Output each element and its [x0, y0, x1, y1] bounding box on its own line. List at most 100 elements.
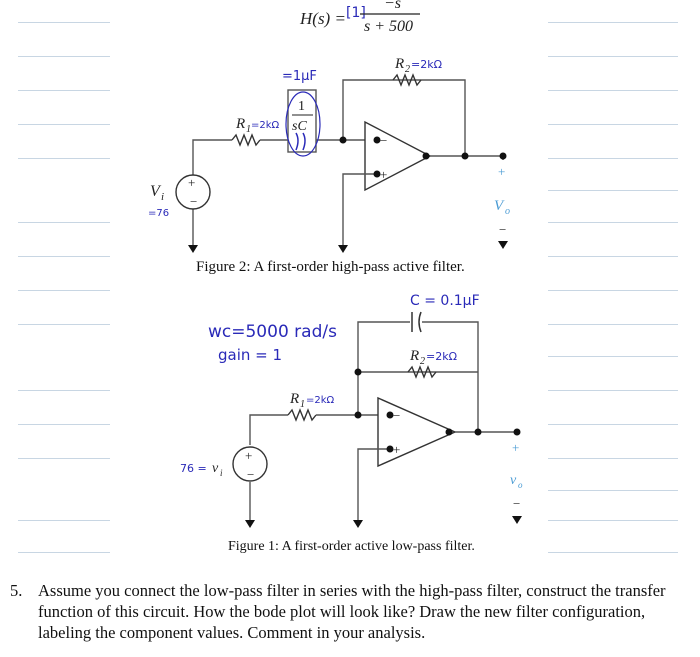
- ruled-line: [548, 424, 678, 425]
- ruled-line: [18, 324, 110, 325]
- ground-wire: [342, 173, 377, 245]
- vo-plus: +: [512, 440, 519, 455]
- r2-resistor: [407, 365, 437, 379]
- formula-denominator: s + 500: [364, 18, 413, 35]
- opamp-output-dot: [445, 428, 453, 436]
- voltage-source: [175, 174, 211, 210]
- cap-handwritten: =1μF: [282, 69, 317, 84]
- junction-dot: [339, 136, 347, 144]
- r1-sub: 1: [300, 399, 305, 410]
- ground-arrow: [245, 520, 255, 528]
- vo-label: v: [510, 473, 517, 488]
- figure2-high-pass: [192, 73, 504, 245]
- r1-handwritten: =2kΩ: [306, 395, 335, 406]
- vo-label: V: [494, 198, 505, 214]
- ruled-line: [548, 90, 678, 91]
- r2-resistor: [392, 73, 422, 87]
- ruled-line: [548, 190, 678, 191]
- ruled-line: [18, 124, 110, 125]
- ruled-line: [18, 552, 110, 553]
- formula-lhs: H(s) =: [299, 9, 346, 28]
- ruled-line: [548, 256, 678, 257]
- ruled-line: [548, 158, 678, 159]
- figure2-caption: Figure 2: A first-order high-pass active…: [196, 259, 465, 275]
- vo-minus: −: [513, 496, 520, 511]
- ruled-line: [548, 458, 678, 459]
- opamp-minus: −: [380, 133, 387, 148]
- r1-label: R: [235, 116, 245, 132]
- ruled-line: [548, 490, 678, 491]
- cap-plate-curved: [418, 311, 422, 333]
- input-wire: [192, 139, 232, 175]
- question-text: Assume you connect the low-pass filter i…: [38, 581, 666, 642]
- ruled-line: [548, 552, 678, 553]
- cap-denominator: sC: [292, 119, 307, 134]
- ruled-line: [548, 124, 678, 125]
- opamp-triangle: [364, 120, 432, 192]
- cap-circle-scribble: [285, 91, 321, 157]
- formula-handwritten: [1]: [346, 5, 366, 21]
- ground-arrow: [188, 245, 198, 253]
- input-wire: [249, 414, 288, 445]
- ruled-line: [18, 22, 110, 23]
- cap-numerator: 1: [298, 99, 305, 114]
- opamp-inverting-dot: [386, 411, 394, 419]
- output-arrow: [498, 241, 508, 249]
- junction-dot: [354, 411, 362, 419]
- opamp-noninverting-dot: [386, 445, 394, 453]
- ruled-line: [18, 424, 110, 425]
- gain-note: gain = 1: [218, 346, 282, 364]
- r2-sub: 2: [420, 356, 425, 367]
- r2-handwritten: =2kΩ: [411, 58, 442, 71]
- r2-sub: 2: [405, 64, 410, 75]
- ground-arrow: [338, 245, 348, 253]
- wc-note: wc=5000 rad/s: [208, 322, 337, 342]
- ruled-line: [18, 458, 110, 459]
- ruled-line: [548, 56, 678, 57]
- ground-arrow: [353, 520, 363, 528]
- ruled-line: [18, 290, 110, 291]
- circuit-diagrams: H(s) = [1] −s s + 500: [148, 0, 523, 528]
- ruled-line: [18, 56, 110, 57]
- transfer-function: H(s) = [1] −s s + 500: [299, 0, 420, 35]
- figure1-labels: + − − + + − v o 76 = v i R 1 =2kΩ R 2 =2…: [180, 293, 523, 511]
- vi-handwritten: =76: [148, 208, 169, 219]
- voltage-source: [232, 446, 268, 482]
- source-plus: +: [245, 448, 252, 463]
- source-plus: +: [188, 175, 195, 190]
- r1-resistor: [287, 408, 317, 422]
- question-number: 5.: [10, 581, 23, 600]
- vi-handwritten: 76 =: [180, 462, 207, 475]
- source-minus: −: [247, 467, 254, 482]
- opamp-triangle: [377, 396, 457, 468]
- c-handwritten: C = 0.1μF: [410, 293, 480, 309]
- ruled-line: [548, 324, 678, 325]
- ruled-line: [18, 390, 110, 391]
- r1-label: R: [289, 391, 299, 407]
- vi-sub: i: [161, 191, 164, 203]
- opamp-minus: −: [393, 408, 400, 423]
- junction-dot: [461, 152, 469, 160]
- source-minus: −: [190, 194, 197, 209]
- ruled-line: [18, 520, 110, 521]
- vi-label: v: [212, 461, 219, 476]
- junction-dot: [474, 428, 482, 436]
- opamp-inverting-dot: [373, 136, 381, 144]
- output-arrow: [512, 516, 522, 524]
- opamp-noninverting-dot: [373, 170, 381, 178]
- figure1-caption: Figure 1: A first-order active low-pass …: [228, 539, 475, 554]
- figure1-marks: [232, 311, 522, 528]
- figure1-low-pass: [249, 321, 517, 520]
- capacitor-box: [287, 89, 317, 153]
- vo-minus: −: [499, 222, 506, 237]
- vo-sub: o: [518, 480, 523, 490]
- formula-numerator: −s: [384, 0, 401, 12]
- output-terminal: [499, 152, 507, 160]
- figure2-labels: + − − + + − V o V i =76 R 1 =2kΩ R 2 =2k…: [148, 56, 510, 237]
- ruled-line: [18, 158, 110, 159]
- r1-sub: 1: [246, 124, 251, 135]
- opamp-plus: +: [380, 167, 387, 182]
- vi-label: V: [150, 183, 162, 200]
- ruled-line: [548, 22, 678, 23]
- ruled-line: [548, 390, 678, 391]
